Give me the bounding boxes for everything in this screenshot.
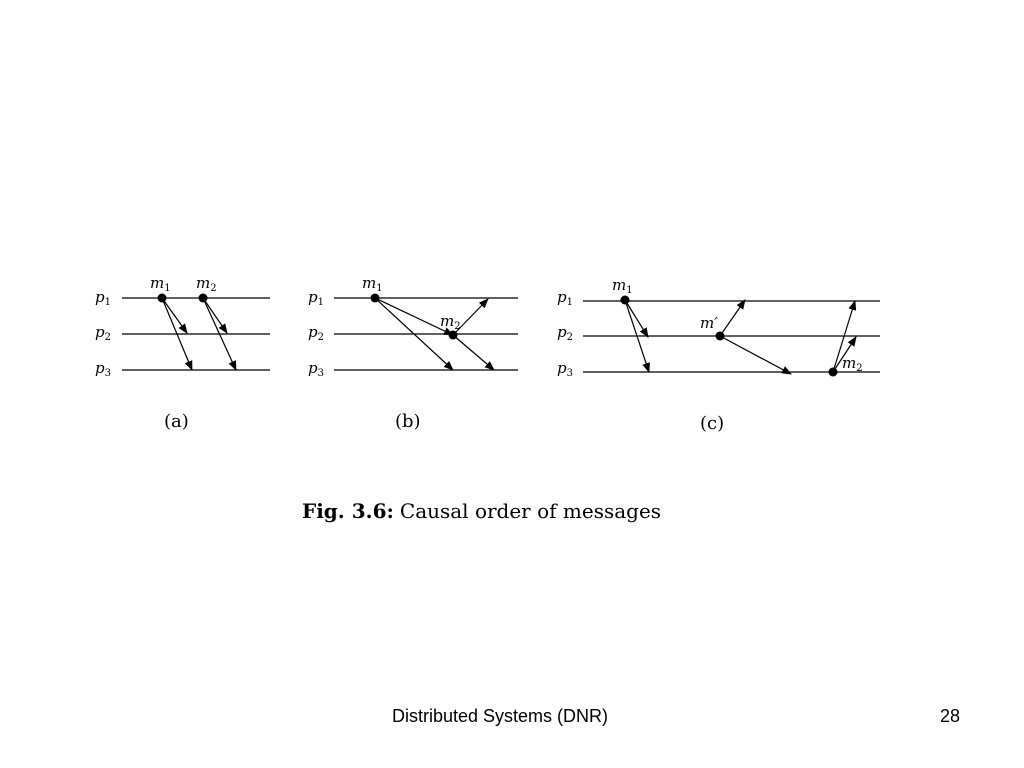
arrow-m2-p1 bbox=[832, 300, 857, 373]
panel-c: p1 p2 p3 m1 m′ m2 (c) bbox=[557, 276, 880, 434]
process-label-p1: p1 bbox=[95, 288, 111, 308]
message-label-m1: m1 bbox=[612, 276, 633, 296]
arrow-m1-p3 bbox=[374, 297, 454, 371]
message-label-m2: m2 bbox=[196, 274, 217, 294]
arrow-m-prime-p1 bbox=[719, 299, 746, 337]
figure-caption: Fig. 3.6:Causal order of messages bbox=[302, 499, 661, 523]
arrow-m2-p2 bbox=[202, 297, 228, 334]
arrow-m1-p3 bbox=[624, 299, 650, 373]
arrow-m2-p2 bbox=[832, 336, 857, 373]
arrow-m-prime-p3 bbox=[719, 335, 792, 375]
caption-text: Causal order of messages bbox=[400, 499, 661, 523]
process-label-p3: p3 bbox=[308, 359, 324, 379]
panel-label-c: (c) bbox=[700, 413, 724, 434]
message-label-m1: m1 bbox=[362, 274, 383, 294]
caption-label: Fig. 3.6: bbox=[302, 499, 394, 523]
arrow-m2-p3 bbox=[202, 297, 237, 371]
process-label-p2: p2 bbox=[308, 323, 324, 343]
arrow-m1-p2 bbox=[624, 299, 649, 338]
panel-b: p1 p2 p3 m1 m2 (b) bbox=[308, 274, 518, 432]
message-label-m1: m1 bbox=[150, 274, 171, 294]
panel-a: p1 p2 p3 m1 m2 (a) bbox=[95, 274, 270, 432]
process-label-p1: p1 bbox=[308, 288, 324, 308]
process-label-p3: p3 bbox=[95, 359, 111, 379]
process-label-p2: p2 bbox=[95, 323, 111, 343]
process-label-p3: p3 bbox=[557, 359, 573, 379]
message-label-m2: m2 bbox=[842, 354, 863, 374]
panel-label-a: (a) bbox=[164, 411, 189, 432]
panel-label-b: (b) bbox=[395, 411, 421, 432]
message-label-m2: m2 bbox=[440, 312, 461, 332]
arrow-m1-p2 bbox=[161, 297, 188, 334]
page-number: 28 bbox=[940, 706, 961, 726]
arrow-m1-p2 bbox=[374, 297, 454, 336]
arrow-m2-p3 bbox=[452, 334, 495, 371]
arrow-m2-p1 bbox=[452, 298, 489, 336]
message-label-m-prime: m′ bbox=[700, 314, 718, 332]
footer-title: Distributed Systems (DNR) bbox=[392, 706, 609, 726]
process-label-p2: p2 bbox=[557, 323, 573, 343]
process-label-p1: p1 bbox=[557, 288, 573, 308]
arrow-m1-p3 bbox=[161, 297, 193, 371]
